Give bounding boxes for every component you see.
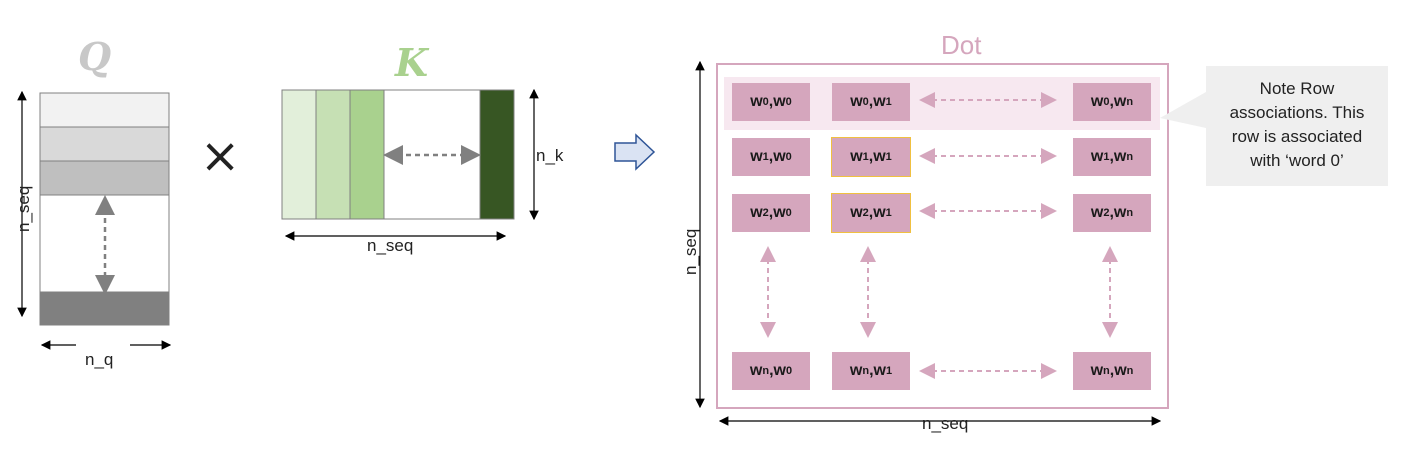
note-line: row is associated [1231, 127, 1363, 146]
k-col-1 [315, 89, 351, 220]
q-title: Q [78, 34, 112, 79]
q-row-1 [39, 126, 170, 162]
q-row-last [39, 291, 170, 326]
k-title: K [395, 40, 429, 85]
note-line: with ‘word 0’ [1250, 151, 1344, 170]
q-matrix [39, 92, 170, 326]
dot-row-label: n_seq [681, 228, 700, 275]
dot-col-label: n_seq [922, 414, 969, 433]
k-col-2 [349, 89, 385, 220]
multiply-symbol: × [200, 128, 241, 184]
note-callout: Note Row associations. This row is assoc… [1206, 66, 1388, 186]
q-row-label: n_seq [14, 185, 33, 232]
note-line: associations. This [1229, 103, 1365, 122]
note-pointer [1160, 92, 1206, 128]
k-row-label: n_k [536, 146, 564, 165]
k-col-last [479, 89, 515, 220]
dot-title: Dot [941, 30, 982, 60]
note-line: Note Row [1259, 79, 1335, 98]
q-row-0 [39, 92, 170, 128]
block-right-arrow [614, 133, 656, 171]
q-row-2 [39, 160, 170, 196]
k-matrix [281, 89, 515, 220]
k-col-0 [281, 89, 317, 220]
q-col-label: n_q [85, 350, 114, 369]
k-col-label: n_seq [367, 236, 414, 255]
